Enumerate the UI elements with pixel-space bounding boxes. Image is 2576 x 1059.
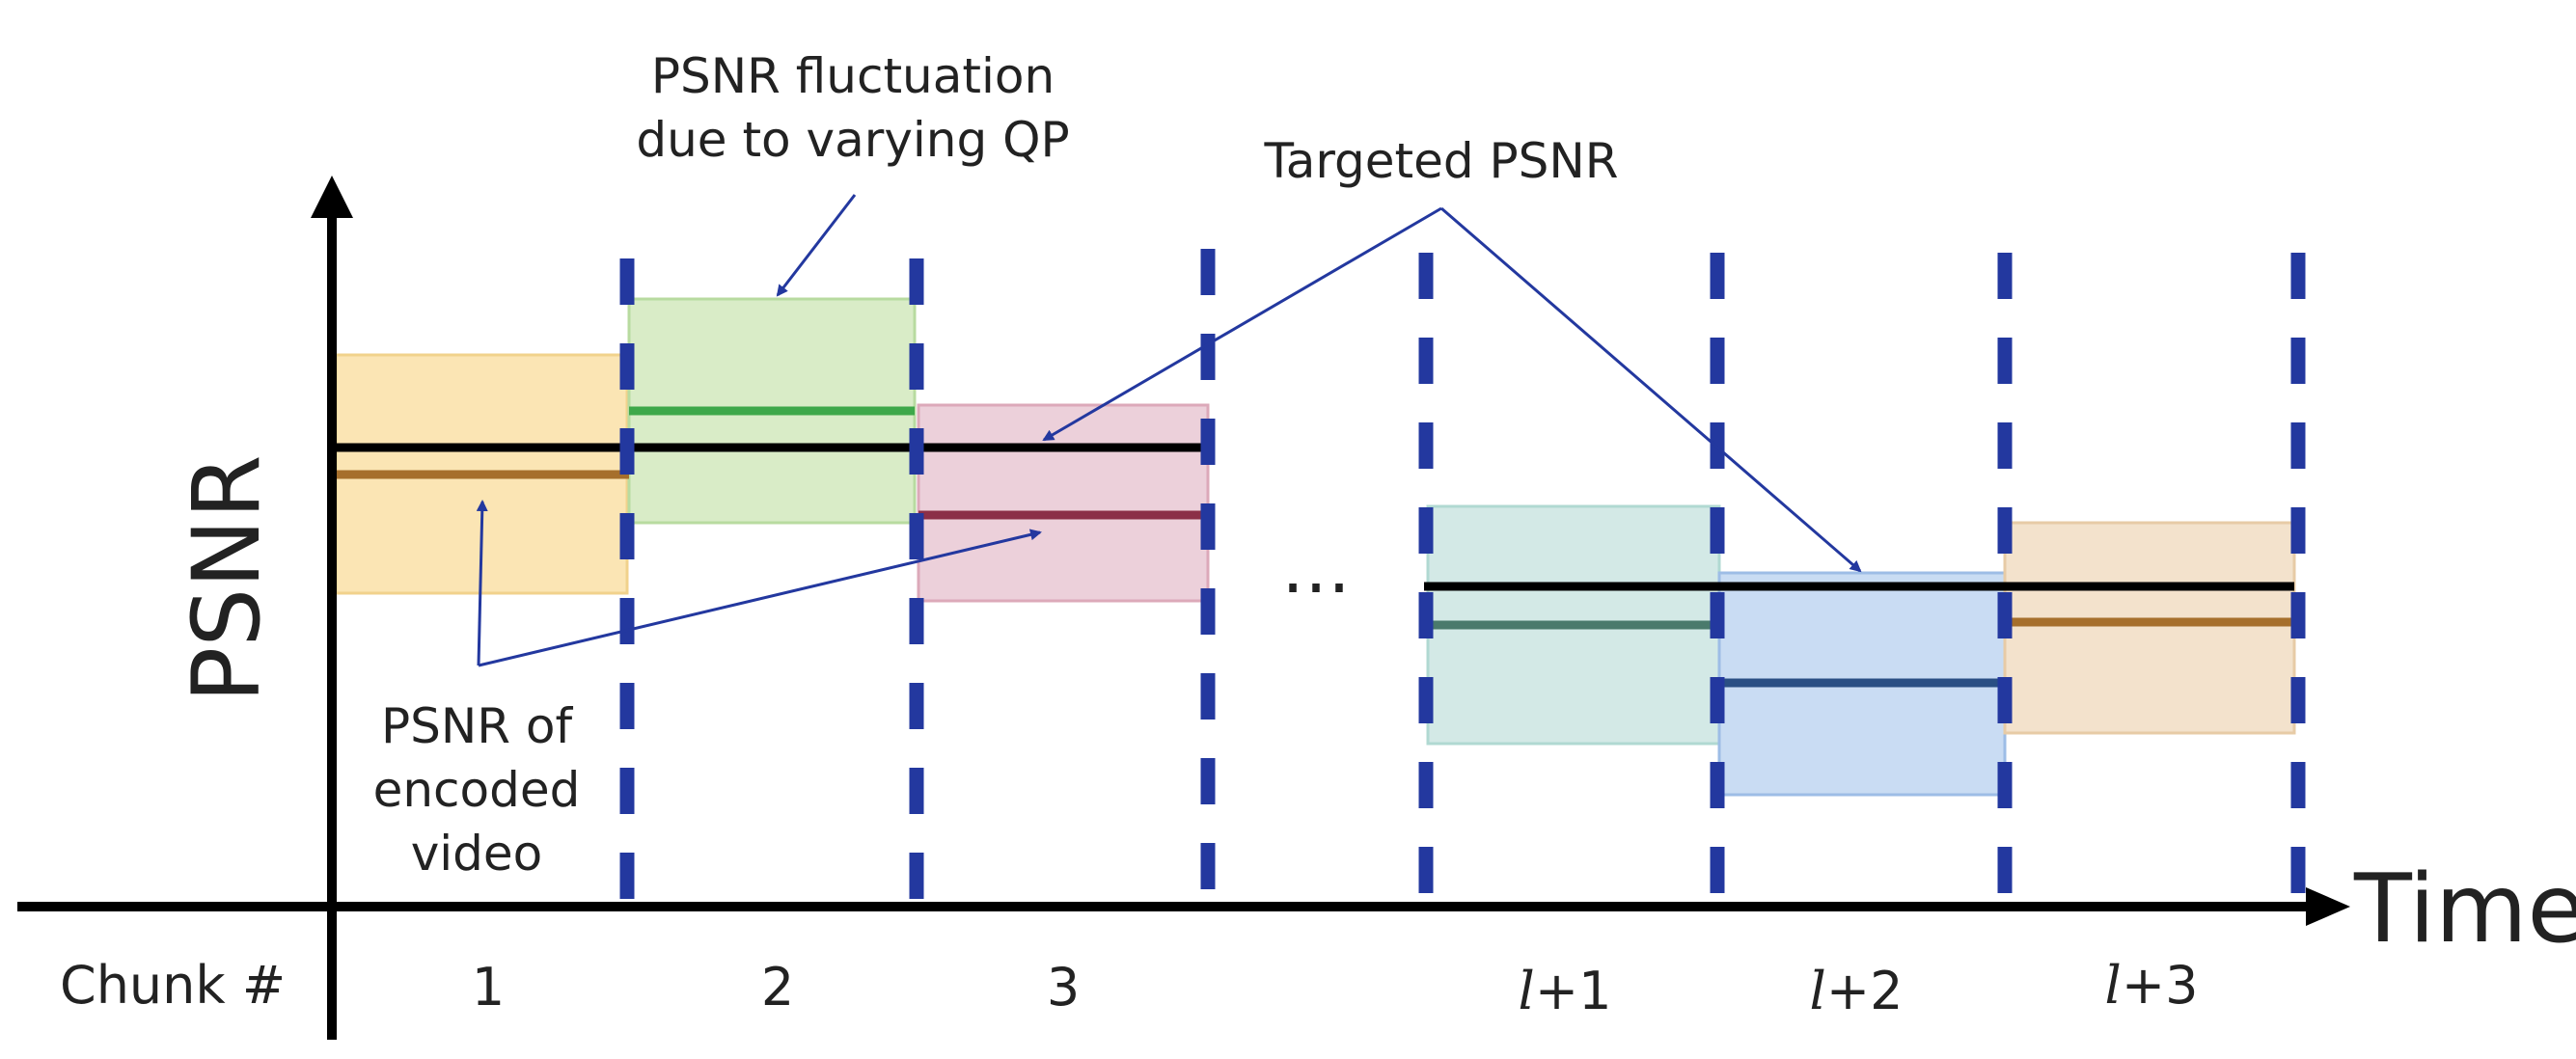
fluctuation-arrow [776, 194, 857, 297]
ellipsis: … [1281, 528, 1351, 609]
chunk-l3-box [2003, 521, 2296, 735]
encoded-annotation-line3: video [411, 826, 543, 882]
targeted-arrow-left [1042, 206, 1442, 442]
y-axis-label: PSNR [173, 454, 281, 702]
chunk-label-3: 3 [1047, 957, 1080, 1018]
encoded-arrow-right [478, 529, 1042, 667]
fluctuation-annotation-line1: PSNR fluctuation [651, 48, 1055, 104]
encoded-annotation-line1: PSNR of [381, 698, 574, 754]
chunk-label-1: 1 [472, 957, 505, 1018]
targeted-psnr-annotation: Targeted PSNR [1263, 133, 1618, 189]
fluctuation-annotation-line2: due to varying QP [636, 112, 1069, 168]
x-axis-label: Time [2353, 855, 2576, 964]
chunk-label-l1: l+1 [1519, 961, 1612, 1021]
targeted-arrow-right [1440, 206, 1862, 573]
chunk-label-l2: l+2 [1810, 961, 1904, 1021]
chunk-label-l3: l+3 [2105, 955, 2199, 1016]
chunk-3-box [917, 403, 1210, 603]
chunk-label-2: 2 [761, 957, 794, 1018]
encoded-annotation-line2: encoded [373, 762, 581, 818]
chunk-row-label: Chunk # [60, 955, 286, 1016]
x-axis-arrowhead [2306, 887, 2350, 926]
y-axis-arrowhead [311, 176, 353, 218]
chunk-boundaries [619, 249, 2306, 907]
encoded-arrow-left [476, 500, 488, 666]
